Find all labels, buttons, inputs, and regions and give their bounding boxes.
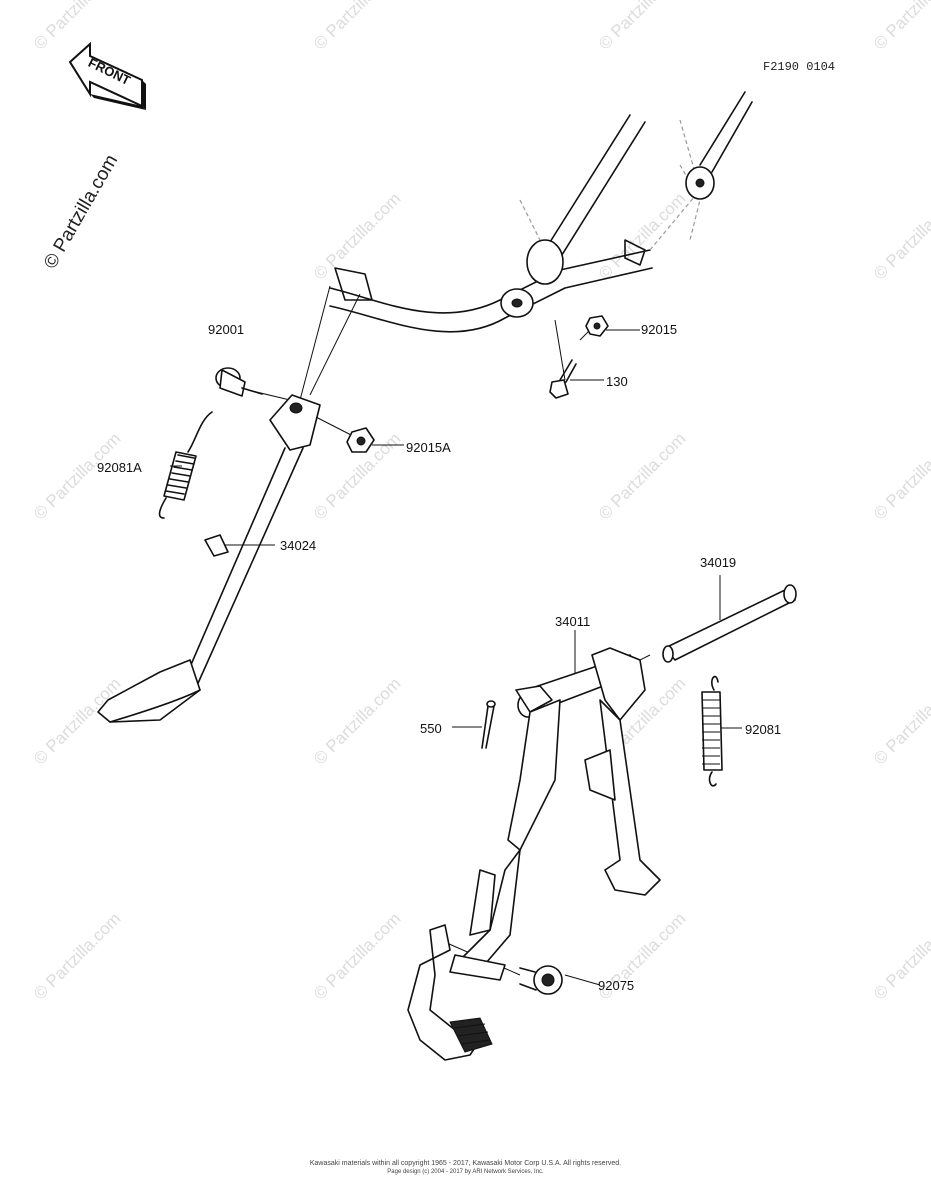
nut-92015A — [346, 427, 375, 453]
bolt-130 — [549, 359, 577, 399]
callout-34011[interactable]: 34011 — [555, 614, 591, 629]
footer-page-design: Page design (c) 2004 - 2017 by ARI Netwo… — [387, 1169, 544, 1175]
callout-92001[interactable]: 92001 — [208, 322, 245, 337]
spring-92081 — [701, 675, 723, 787]
callout-130[interactable]: 130 — [606, 374, 628, 389]
side-stand-34024 — [97, 394, 321, 723]
shaft-34019 — [662, 584, 797, 663]
callout-34024[interactable]: 34024 — [280, 538, 317, 553]
cotter-pin-550 — [481, 700, 496, 749]
center-stand-34011 — [407, 647, 661, 1061]
callout-92075[interactable]: 92075 — [598, 978, 635, 993]
callout-550[interactable]: 550 — [420, 721, 442, 736]
callout-92015[interactable]: 92015 — [641, 322, 678, 337]
nut-92015 — [585, 315, 609, 337]
pivot-bolt-92001 — [215, 367, 263, 397]
spring-92081A — [158, 411, 213, 519]
callout-92015A[interactable]: 92015A — [406, 440, 451, 455]
callout-34019[interactable]: 34019 — [700, 555, 737, 570]
frame-tubes — [329, 91, 753, 333]
figure-code: F2190 0104 — [763, 60, 836, 74]
front-arrow-icon: FRONT — [68, 41, 146, 110]
callout-92081A[interactable]: 92081A — [97, 460, 142, 475]
footer-copyright: Kawasaki materials within all copyright … — [309, 1160, 622, 1167]
roller-92075 — [519, 965, 563, 995]
callout-92081[interactable]: 92081 — [745, 722, 782, 737]
